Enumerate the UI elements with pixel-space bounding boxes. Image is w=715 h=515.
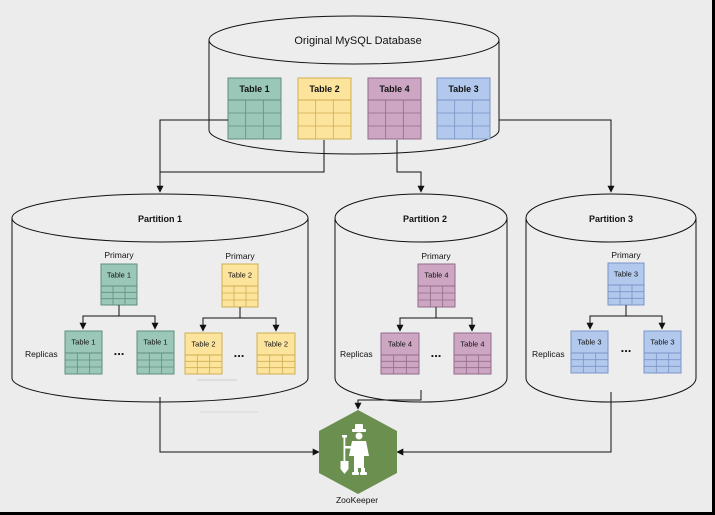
arrow-table3-to-partition-3: [499, 119, 615, 193]
db-table-1: Table 1: [227, 77, 282, 140]
p1-primary-table-2-label: Table 2: [228, 271, 252, 280]
p2-primary-table-4-label: Table 4: [424, 271, 448, 280]
db-table-2: Table 2: [297, 77, 352, 140]
p3-replica-table-3-b-label: Table 3: [650, 338, 674, 347]
zookeeper-keeper-icon: [340, 424, 369, 475]
p2-replica-table-4-b-label: Table 4: [460, 340, 484, 349]
p1-replica-table-1-a-label: Table 1: [71, 338, 95, 347]
p2-primary-table-4: Table 4: [417, 263, 456, 308]
p3-replica-table-3-b: Table 3: [643, 330, 682, 374]
p1-primary-table-2: Table 2: [221, 263, 259, 308]
p3-primary-table-3-label: Table 3: [614, 270, 638, 279]
ellipsis-p3: ...: [621, 340, 632, 355]
primary-label-p3: Primary: [611, 250, 641, 260]
primary-label-p1-table1: Primary: [104, 250, 134, 260]
p2-replica-table-4-a: Table 4: [380, 332, 420, 375]
p1-primary-table-1-label: Table 1: [107, 271, 131, 280]
ellipsis-markers: ... ... ... ...: [114, 340, 632, 360]
zookeeper-label: ZooKeeper: [336, 495, 378, 505]
db-table-4-label: Table 4: [379, 84, 409, 94]
p1-replica-table-1-a: Table 1: [64, 330, 103, 375]
p1-primary-table-1: Table 1: [100, 263, 138, 306]
role-labels: Primary Primary Primary Primary Replicas…: [25, 250, 641, 359]
partition-3-title: Partition 3: [589, 214, 633, 224]
p2-replica-table-4-b: Table 4: [453, 332, 492, 375]
ellipsis-p1-table1: ...: [114, 343, 125, 358]
p2-replica-table-4-a-label: Table 4: [388, 340, 412, 349]
db-table-2-label: Table 2: [309, 84, 339, 94]
p1-replica-table-2-b: Table 2: [256, 332, 296, 375]
db-table-3: Table 3: [436, 77, 491, 140]
p3-replica-table-3-a-label: Table 3: [577, 338, 601, 347]
primary-label-p2: Primary: [421, 251, 451, 261]
database-title: Original MySQL Database: [294, 35, 421, 47]
arrow-partition-1-to-zookeeper: [159, 397, 320, 456]
replicas-label-p2: Replicas: [340, 349, 373, 359]
p1-replica-table-1-b: Table 1: [136, 330, 175, 375]
arrow-table4-to-partition-2: [396, 140, 425, 193]
p1-replica-table-1-b-label: Table 1: [143, 338, 167, 347]
db-table-4: Table 4: [367, 77, 422, 140]
partition-1-title: Partition 1: [138, 214, 182, 224]
partition-2-title: Partition 2: [403, 214, 447, 224]
primary-label-p1-table2: Primary: [225, 251, 255, 261]
p3-replica-table-3-a: Table 3: [570, 330, 609, 374]
partition-2-cylinder: Partition 2: [334, 193, 508, 403]
p1-replica-table-2-a-label: Table 2: [191, 340, 215, 349]
replicas-label-p1: Replicas: [25, 349, 58, 359]
arrow-db-to-partition-1: [156, 119, 228, 193]
arrow-table2-to-partition-1: [160, 140, 325, 173]
p1-replica-table-2-a: Table 2: [184, 332, 223, 375]
connectors: [79, 119, 666, 456]
p3-primary-table-3: Table 3: [607, 262, 645, 306]
db-table-3-label: Table 3: [448, 84, 478, 94]
arrow-partition-2-to-zookeeper: [354, 390, 422, 410]
arrow-partition-3-to-zookeeper: [396, 392, 612, 456]
ellipsis-p1-table2: ...: [234, 345, 245, 360]
replicas-label-p3: Replicas: [532, 349, 565, 359]
db-table-1-label: Table 1: [239, 84, 269, 94]
p1-replica-table-2-b-label: Table 2: [264, 340, 288, 349]
zookeeper-node: ZooKeeper: [319, 410, 397, 505]
ellipsis-p2: ...: [431, 345, 442, 360]
